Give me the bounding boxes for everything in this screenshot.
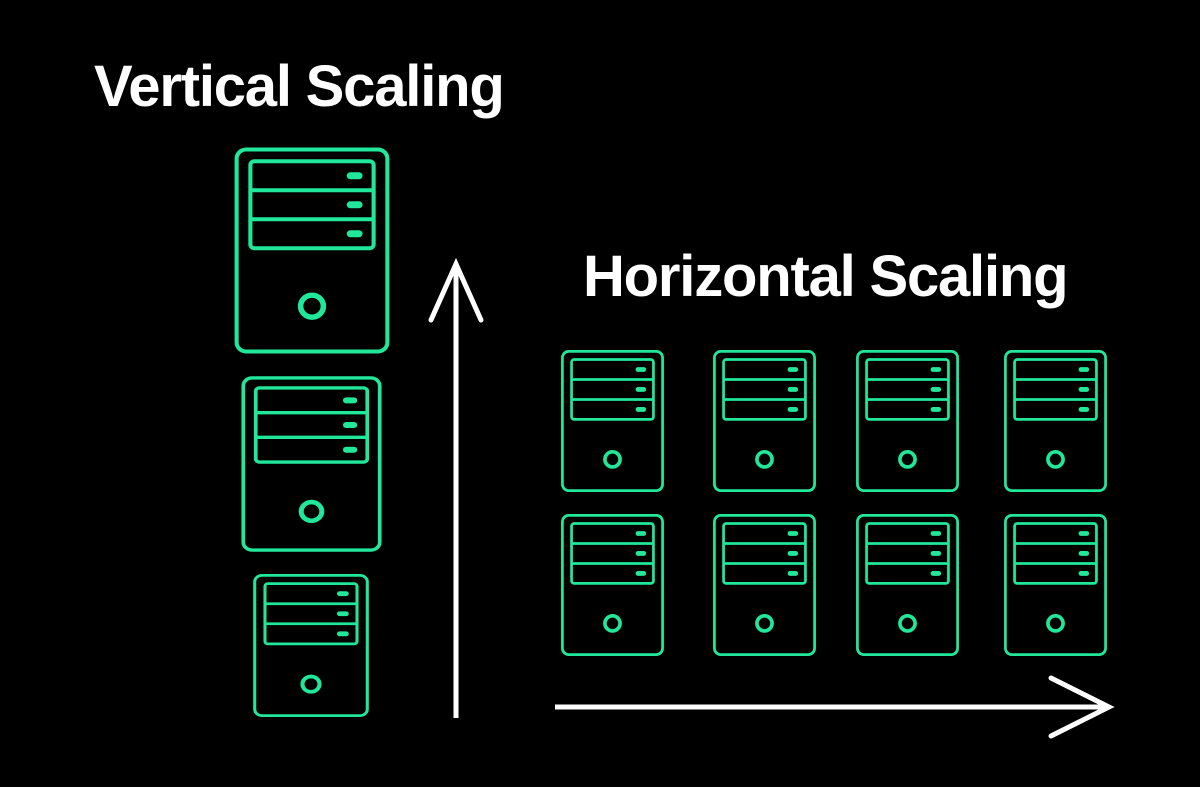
medium-server: [240, 375, 383, 553]
grid-server-r1c3: [855, 349, 960, 493]
grid-server-r1c4: [1003, 349, 1108, 493]
arrow-right-icon: [553, 672, 1115, 742]
horizontal-scaling-title: Horizontal Scaling: [583, 244, 1069, 309]
grid-server-r1c1: [560, 349, 665, 493]
large-server: [233, 146, 391, 355]
grid-server-r2c1: [560, 513, 665, 657]
arrow-up-icon: [426, 257, 486, 718]
small-server: [252, 573, 370, 718]
grid-server-r1c2: [712, 349, 817, 493]
grid-server-r2c2: [712, 513, 817, 657]
grid-server-r2c3: [855, 513, 960, 657]
grid-server-r2c4: [1003, 513, 1108, 657]
vertical-scaling-title: Vertical Scaling: [94, 54, 505, 119]
